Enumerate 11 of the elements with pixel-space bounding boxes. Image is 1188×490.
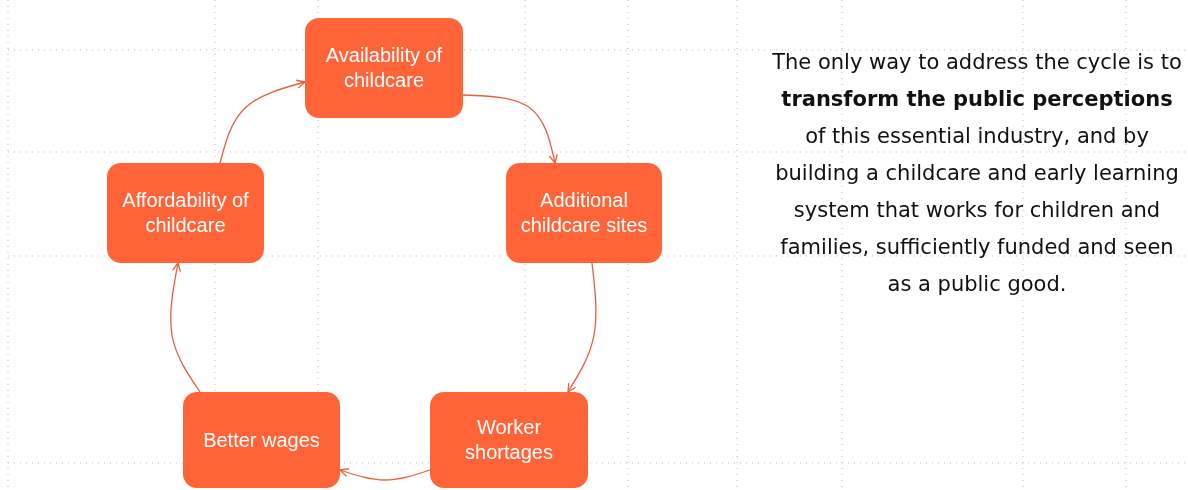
arrow xyxy=(339,468,431,481)
process-box: Additional childcare sites xyxy=(506,163,662,263)
process-box: Better wages xyxy=(183,392,340,488)
paragraph: The only way to address the cycle is to transform the public perceptions of this essential industry, and by building a childcare and early learning system that works for children and families, sufficiently funded and seen as a public good. xyxy=(771,49,1183,298)
arrow xyxy=(567,262,597,393)
arrow xyxy=(219,79,306,164)
arrow xyxy=(462,94,558,164)
arrow xyxy=(170,262,201,393)
process-box: Worker shortages xyxy=(430,392,588,488)
process-box: Availability of childcare xyxy=(305,18,463,118)
process-box: Affordability of childcare xyxy=(107,163,264,263)
